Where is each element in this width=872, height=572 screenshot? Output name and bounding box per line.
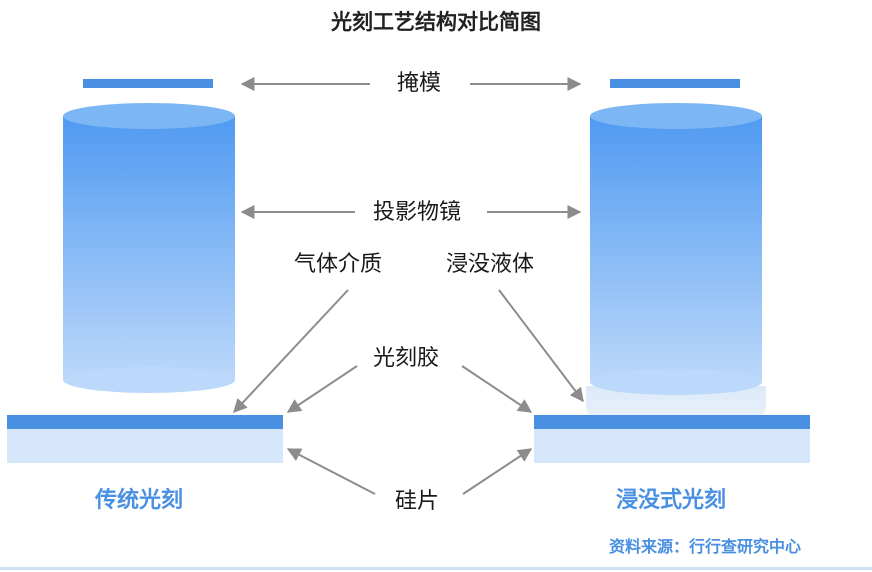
label-liquid: 浸没液体	[446, 252, 535, 277]
mask-left	[83, 79, 213, 88]
immersion-liquid	[586, 386, 766, 416]
label-gas: 气体介质	[294, 252, 383, 277]
page-title: 光刻工艺结构对比简图	[331, 10, 541, 34]
lens-left	[63, 103, 235, 393]
mask-right	[610, 79, 740, 88]
photoresist-right	[534, 415, 810, 429]
label-lens: 投影物镜	[373, 200, 462, 225]
arrow-wafer-left	[286, 448, 376, 495]
arrow-gas	[233, 289, 349, 414]
label-wafer: 硅片	[395, 489, 440, 514]
wafer-right	[534, 429, 810, 463]
arrow-wafer-right	[462, 448, 533, 495]
caption-traditional: 传统光刻	[95, 488, 184, 513]
label-photoresist: 光刻胶	[373, 346, 440, 371]
arrow-resist-right	[461, 365, 533, 413]
bottom-divider	[0, 567, 872, 570]
source-note: 资料来源：行行查研究中心	[609, 537, 802, 556]
arrow-liquid	[498, 289, 584, 403]
label-mask: 掩模	[397, 71, 442, 96]
caption-immersion: 浸没式光刻	[616, 488, 727, 513]
wafer-left	[7, 429, 283, 463]
photoresist-left	[7, 415, 283, 429]
lens-right	[590, 103, 762, 395]
arrow-resist-left	[286, 365, 358, 413]
